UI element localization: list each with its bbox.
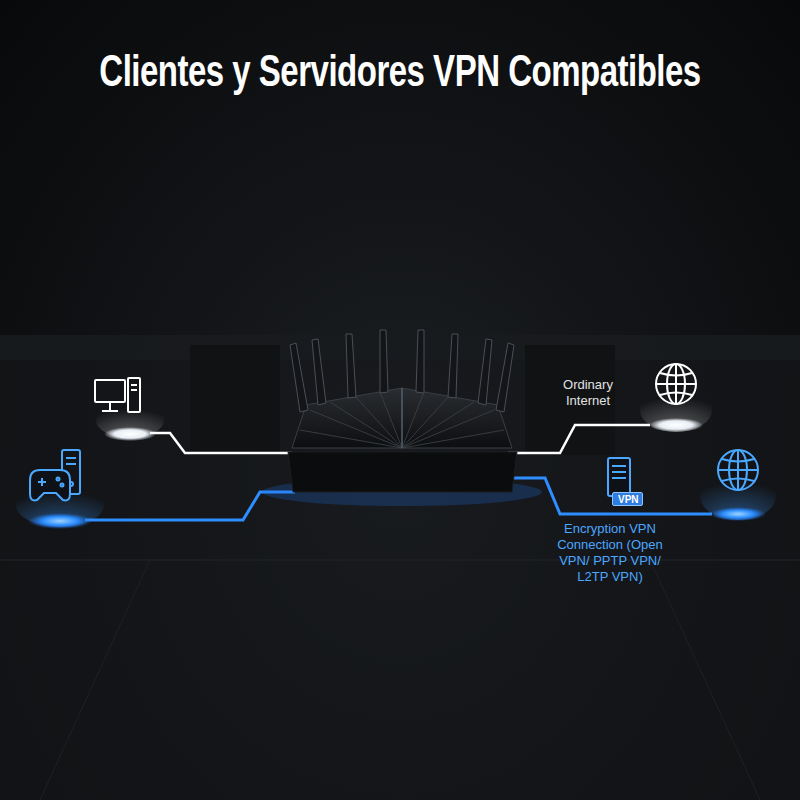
title-text: Clientes y Servidores VPN Compatibles: [0, 45, 800, 96]
vpn-caption: Encryption VPN Connection (Open VPN/ PPT…: [543, 521, 677, 585]
vpn-tag: VPN: [612, 492, 643, 506]
tag-text: VPN: [618, 494, 637, 505]
internet-label: Ordinary Internet: [546, 377, 630, 409]
